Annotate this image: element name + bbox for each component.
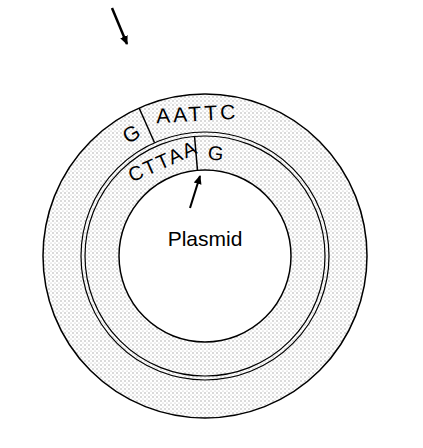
plasmid-center (119, 170, 291, 342)
strand-boundary (85, 136, 325, 376)
base-sequence: AATTC (156, 101, 239, 126)
strand-boundary (81, 132, 329, 380)
outer-strand (43, 94, 367, 418)
cut-arrow (190, 176, 200, 208)
plasmid-label: Plasmid (168, 228, 243, 249)
base-letter: G (207, 142, 225, 164)
cut-arrow (112, 8, 127, 44)
